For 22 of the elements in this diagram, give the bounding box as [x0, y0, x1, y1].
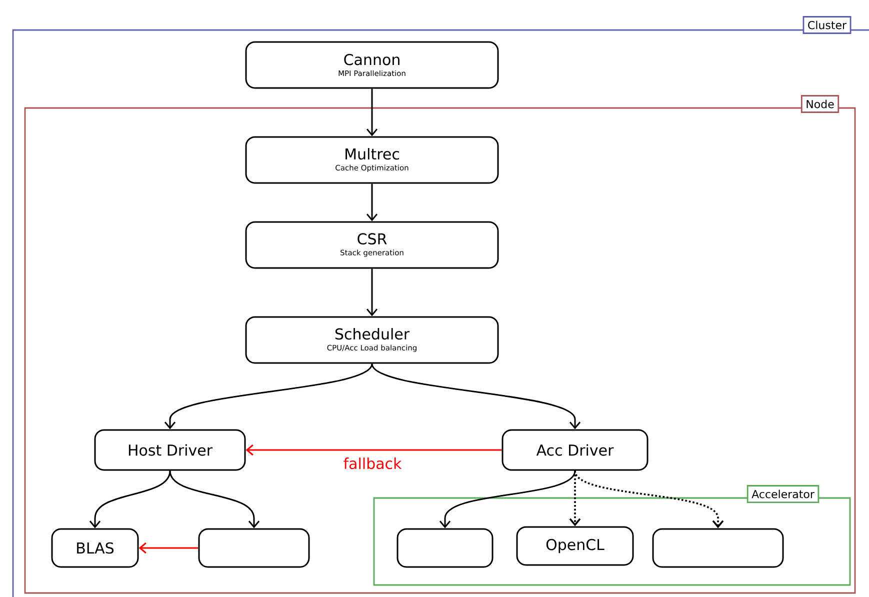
edge-label: fallback — [344, 458, 402, 470]
process-box — [198, 528, 310, 568]
process-box — [396, 528, 494, 568]
process-box: Host Driver — [94, 429, 246, 471]
arrow — [366, 88, 378, 136]
arrow — [439, 470, 576, 528]
arrow — [371, 363, 581, 430]
arrow — [164, 363, 373, 430]
process-box: OpenCL — [516, 526, 634, 566]
region-label: Node — [800, 95, 840, 113]
region-label: Accelerator — [746, 485, 820, 503]
process-box: Acc Driver — [502, 429, 648, 471]
arrow — [138, 542, 198, 554]
process-box — [652, 528, 784, 568]
arrow — [246, 444, 502, 456]
arrow — [169, 470, 260, 528]
region-label: Cluster — [802, 16, 852, 34]
process-box: BLAS — [51, 528, 139, 568]
arrow — [366, 268, 378, 316]
arrow — [89, 470, 171, 528]
arrow — [366, 184, 378, 222]
arrow — [574, 470, 724, 528]
